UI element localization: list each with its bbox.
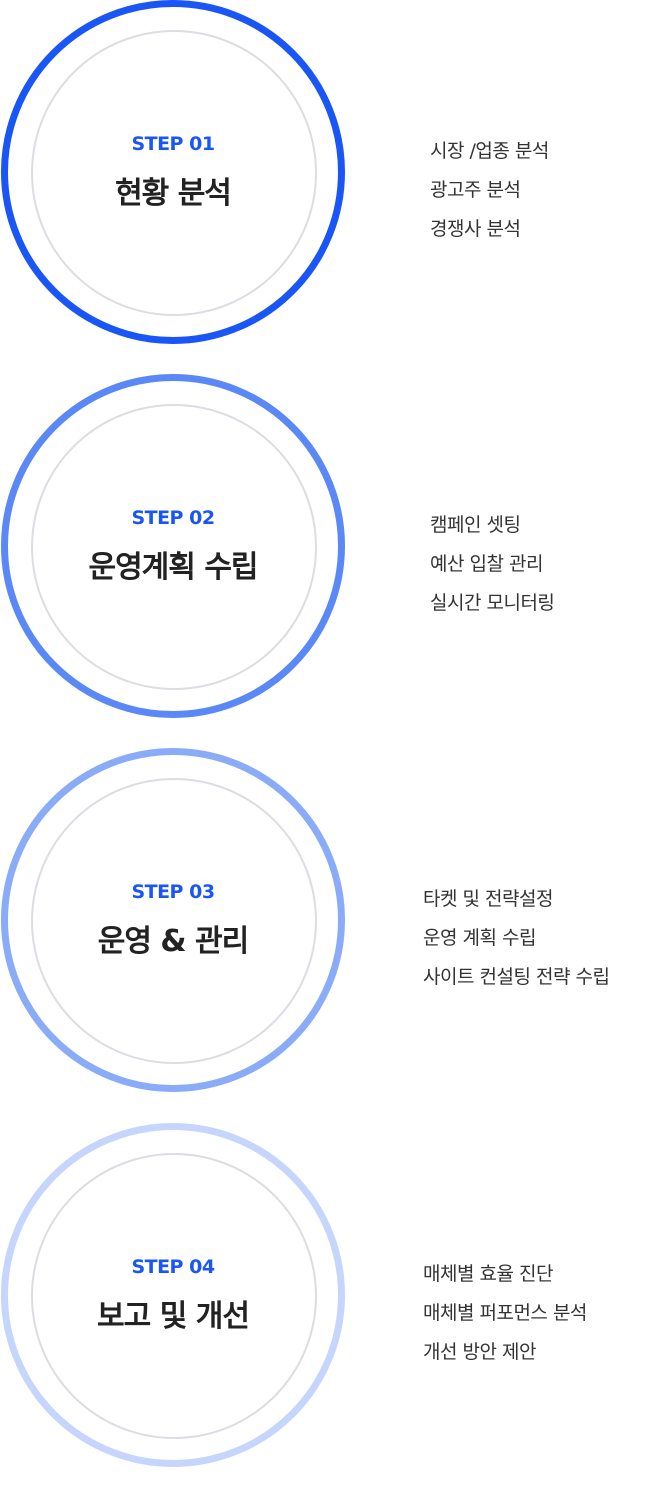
step-item: 타켓 및 전략설정 — [423, 888, 553, 910]
step-title: 운영 & 관리 — [97, 924, 249, 959]
step-item: 개선 방안 제안 — [423, 1341, 536, 1363]
outer-ring — [1, 748, 345, 1092]
step-item: 시장 /업종 분석 — [430, 140, 549, 162]
step-item: 예산 입찰 관리 — [430, 553, 543, 575]
step-title: 현황 분석 — [115, 176, 232, 211]
outer-ring — [1, 0, 345, 344]
step-item: 광고주 분석 — [430, 179, 521, 201]
step-item: 매체별 효율 진단 — [423, 1263, 553, 1285]
step-label: STEP 02 — [131, 507, 215, 529]
inner-ring — [31, 30, 317, 316]
outer-ring — [1, 374, 345, 718]
step-item: 매체별 퍼포먼스 분석 — [423, 1302, 587, 1324]
step-title: 보고 및 개선 — [97, 1299, 250, 1334]
step-item: 경쟁사 분석 — [430, 218, 521, 240]
outer-ring — [1, 1123, 345, 1467]
step-item: 실시간 모니터링 — [430, 592, 555, 614]
step-item: 운영 계획 수립 — [423, 927, 536, 949]
step-label: STEP 01 — [131, 133, 215, 155]
inner-ring — [31, 778, 317, 1064]
step-label: STEP 03 — [131, 881, 215, 903]
inner-ring — [31, 404, 317, 690]
step-item: 사이트 컨설팅 전략 수립 — [423, 966, 610, 988]
step-title: 운영계획 수립 — [88, 550, 258, 585]
step-label: STEP 04 — [131, 1256, 215, 1278]
step-item: 캠페인 셋팅 — [430, 514, 521, 536]
inner-ring — [31, 1153, 317, 1439]
